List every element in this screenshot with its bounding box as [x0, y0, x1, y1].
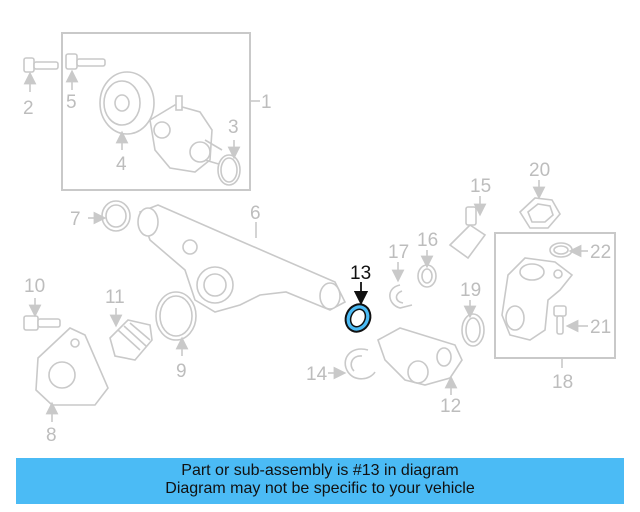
callout-16: 16 [417, 230, 438, 251]
callout-5: 5 [66, 92, 77, 113]
o-ring-16[interactable] [417, 250, 437, 288]
callout-10: 10 [24, 276, 45, 297]
info-banner: Part or sub-assembly is #13 in diagram D… [16, 458, 624, 504]
o-ring-19[interactable] [461, 300, 485, 347]
callout-20: 20 [529, 160, 550, 181]
bolt-5[interactable] [65, 53, 106, 90]
pulley-4[interactable] [99, 71, 155, 150]
callout-8: 8 [46, 425, 57, 446]
banner-line-2: Diagram may not be specific to your vehi… [165, 480, 475, 497]
callout-14: 14 [306, 364, 328, 385]
callout-7: 7 [70, 209, 81, 230]
assembly-box-18 [494, 232, 616, 359]
callout-15: 15 [470, 176, 491, 197]
thermostat-housing-8[interactable] [35, 327, 109, 422]
water-pump[interactable] [149, 95, 223, 173]
callout-4: 4 [116, 154, 127, 175]
parts-diagram: 1 2 3 4 5 6 7 8 9 10 11 12 13 14 15 16 1… [23, 32, 616, 446]
clip-14[interactable] [328, 348, 376, 380]
banner-line-1: Part or sub-assembly is #13 in diagram [181, 462, 459, 479]
o-ring-7[interactable] [88, 200, 131, 232]
bolt-2[interactable] [23, 57, 59, 92]
o-ring-9[interactable] [155, 291, 197, 356]
thermostat-11[interactable] [109, 308, 153, 361]
sensor-15[interactable] [448, 196, 487, 260]
callout-9: 9 [176, 361, 187, 382]
callout-12: 12 [440, 396, 461, 417]
callout-22: 22 [590, 242, 611, 263]
callout-6: 6 [250, 203, 261, 224]
clip-17[interactable] [389, 262, 413, 309]
callout-21: 21 [590, 317, 611, 338]
bolt-21[interactable] [553, 305, 588, 335]
callout-19: 19 [460, 280, 481, 301]
gasket-20[interactable] [518, 180, 561, 229]
o-ring-3[interactable] [217, 140, 241, 186]
coolant-flange-12[interactable] [377, 327, 463, 395]
callout-3: 3 [228, 117, 239, 138]
seal-13-highlighted[interactable] [341, 282, 375, 336]
coolant-housing-6[interactable] [137, 204, 347, 313]
bolt-10[interactable] [23, 298, 61, 331]
assembly-box-1 [61, 32, 251, 191]
callout-13: 13 [350, 263, 371, 284]
callout-18: 18 [552, 372, 573, 393]
callout-17: 17 [388, 242, 409, 263]
o-ring-22[interactable] [549, 242, 588, 258]
callout-2: 2 [23, 98, 34, 119]
callout-1: 1 [261, 92, 272, 113]
outlet-flange-18[interactable] [501, 257, 574, 341]
callout-11: 11 [105, 287, 125, 308]
